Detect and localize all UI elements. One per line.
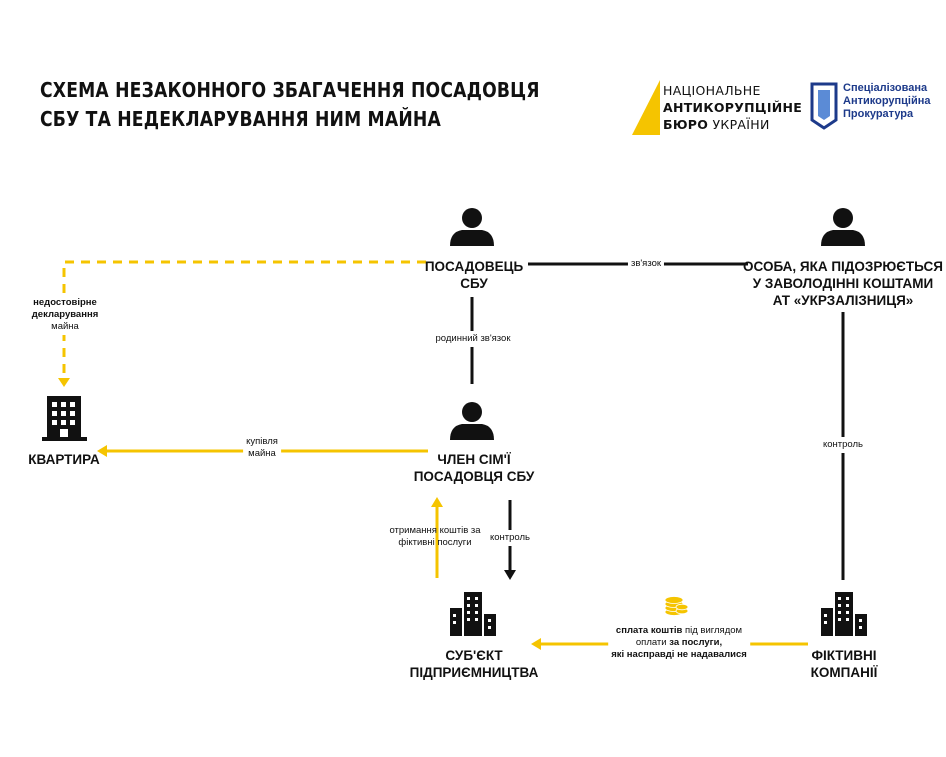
sap-line-3: Прокуратура	[843, 108, 914, 120]
declaration-line-2: декларування	[31, 309, 99, 320]
edge-label-false-declaration: недостовірне декларування майна	[28, 295, 102, 335]
payment-line-2: оплати за послуги,	[611, 637, 747, 649]
skyscrapers-icon	[821, 592, 867, 636]
title-line-2: СБУ ТА НЕДЕКЛАРУВАННЯ НИМ МАЙНА	[40, 107, 441, 131]
family-line-1: ЧЛЕН СІМ'Ї	[437, 452, 511, 467]
sap-logo-text: Спеціалізована Антикорупційна Прокуратур…	[843, 82, 931, 121]
suspect-line-3: АТ «УКРЗАЛІЗНИЦЯ»	[772, 293, 914, 308]
edge-label-family-link: родинний зв'язок	[432, 331, 514, 347]
payment-line-2-bold: за послуги,	[669, 637, 723, 648]
declaration-line-1: недостовірне	[33, 297, 97, 308]
connector-receiving-funds	[431, 497, 443, 578]
edge-label-payment: сплата коштів під виглядом оплати за пос…	[608, 623, 750, 663]
apartment-line-1: КВАРТИРА	[28, 452, 100, 467]
nabu-line-1: НАЦІОНАЛЬНЕ	[663, 83, 761, 98]
node-official: ПОСАДОВЕЦЬ СБУ	[425, 258, 523, 292]
node-family-member: ЧЛЕН СІМ'Ї ПОСАДОВЦЯ СБУ	[414, 451, 535, 485]
nabu-logo-text: НАЦІОНАЛЬНЕ АНТИКОРУПЦІЙНЕ БЮРО УКРАЇНИ	[663, 82, 802, 133]
declaration-line-3: майна	[51, 321, 79, 332]
official-line-1: ПОСАДОВЕЦЬ	[424, 259, 524, 274]
payment-line-3-bold: які насправді не надавалися	[611, 649, 747, 660]
official-line-2: СБУ	[460, 276, 488, 291]
node-fictitious-companies: ФІКТИВНІ КОМПАНІЇ	[811, 647, 878, 681]
suspect-line-2: У ЗАВОЛОДІННІ КОШТАМИ	[752, 276, 934, 291]
purchase-line-1: купівля	[246, 436, 278, 447]
title-line-1: СХЕМА НЕЗАКОННОГО ЗБАГАЧЕННЯ ПОСАДОВЦЯ	[40, 78, 540, 102]
edge-label-control-family: контроль	[487, 530, 533, 546]
payment-line-1-bold: сплата коштів	[615, 625, 683, 636]
page-title: СХЕМА НЕЗАКОННОГО ЗБАГАЧЕННЯ ПОСАДОВЦЯ С…	[40, 76, 540, 134]
payment-line-3: які насправді не надавалися	[611, 649, 747, 661]
nabu-line-3-regular: УКРАЇНИ	[708, 117, 770, 132]
receiving-line-2: фіктивні послуги	[398, 537, 472, 548]
building-icon	[42, 396, 87, 441]
sap-line-2: Антикорупційна	[843, 95, 931, 107]
fictitious-line-2: КОМПАНІЇ	[810, 665, 878, 680]
edge-label-link: зв'язок	[627, 256, 665, 272]
entity-line-1: СУБ'ЄКТ	[445, 648, 503, 663]
edge-label-receiving-funds: отримання коштів за фіктивні послуги	[386, 523, 483, 551]
payment-line-1-regular: під виглядом	[682, 625, 743, 636]
edge-label-control-suspect: контроль	[820, 437, 866, 453]
node-suspect: ОСОБА, ЯКА ПІДОЗРЮЄТЬСЯ У ЗАВОЛОДІННІ КО…	[743, 258, 943, 309]
node-apartment: КВАРТИРА	[28, 451, 99, 468]
sap-line-1: Спеціалізована	[843, 82, 928, 94]
entity-line-2: ПІДПРИЄМНИЦТВА	[409, 665, 539, 680]
fictitious-line-1: ФІКТИВНІ	[811, 648, 877, 663]
person-icon	[821, 208, 865, 246]
sap-shield-icon	[810, 82, 838, 130]
suspect-line-1: ОСОБА, ЯКА ПІДОЗРЮЄТЬСЯ	[743, 259, 943, 274]
coins-icon	[664, 596, 689, 616]
payment-line-1: сплата коштів під виглядом	[611, 625, 747, 637]
person-icon	[450, 402, 494, 440]
person-icon	[450, 208, 494, 246]
nabu-line-2: АНТИКОРУПЦІЙНЕ	[663, 100, 803, 115]
skyscrapers-icon	[450, 592, 496, 636]
node-business-entity: СУБ'ЄКТ ПІДПРИЄМНИЦТВА	[410, 647, 539, 681]
payment-line-2-regular: оплати	[635, 637, 670, 648]
receiving-line-1: отримання коштів за	[389, 525, 481, 536]
edge-label-purchase: купівля майна	[243, 434, 281, 462]
family-line-2: ПОСАДОВЦЯ СБУ	[413, 469, 535, 484]
purchase-line-2: майна	[248, 448, 276, 459]
connector-declaration	[58, 260, 426, 387]
nabu-line-3: БЮРО УКРАЇНИ	[663, 116, 802, 133]
nabu-line-3-bold: БЮРО	[663, 117, 709, 132]
nabu-logo-icon	[632, 80, 660, 135]
